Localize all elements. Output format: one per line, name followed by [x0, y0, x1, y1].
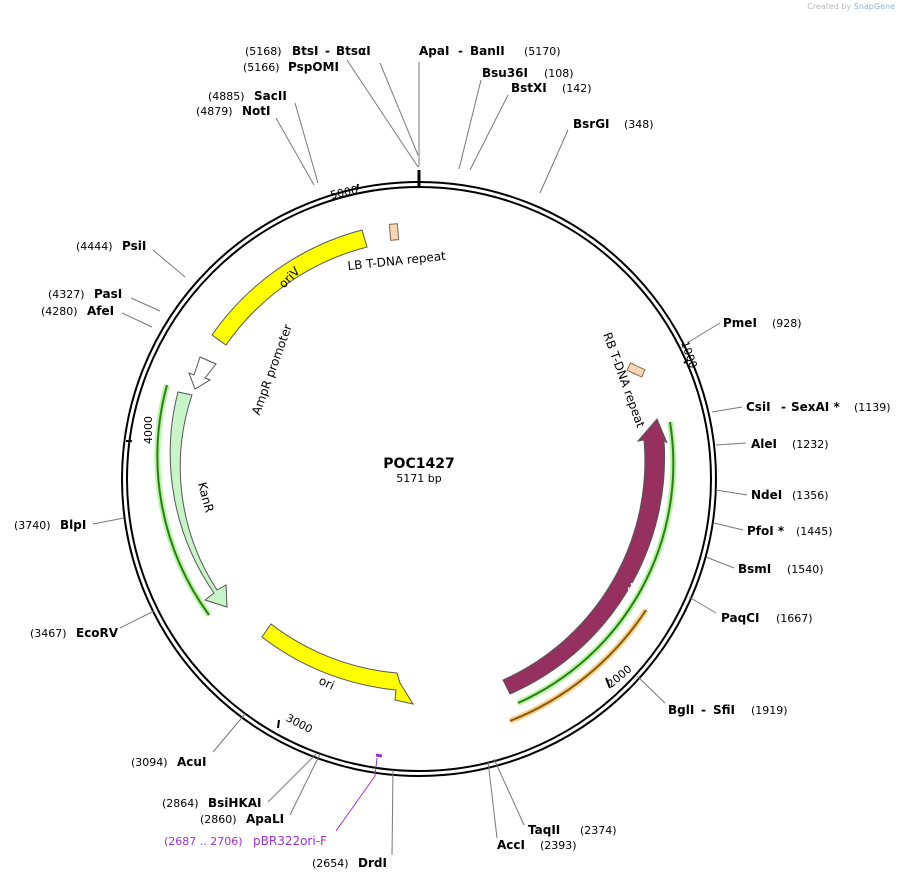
svg-text:(2687 .. 2706): (2687 .. 2706) [164, 835, 243, 848]
svg-text:(348): (348) [624, 118, 654, 131]
svg-text:(1540): (1540) [787, 563, 824, 576]
primer-marker [375, 753, 383, 758]
svg-text:-: - [325, 44, 330, 58]
site-drdi: DrdI [358, 856, 387, 870]
site-acci: AccI [497, 838, 525, 852]
site-afei: AfeI [87, 304, 114, 318]
svg-text:(2860): (2860) [200, 813, 237, 826]
site-apai: ApaI [419, 44, 449, 58]
tick-1000: 1000 [678, 339, 700, 370]
svg-text:(1356): (1356) [792, 489, 829, 502]
primer-pbr322ori-f: pBR322ori-F [253, 834, 327, 848]
svg-text:(1139): (1139) [854, 401, 891, 414]
feature-ori [261, 623, 415, 705]
svg-text:(2654): (2654) [312, 857, 349, 870]
feature-lb [388, 223, 400, 241]
svg-text:(3467): (3467) [30, 627, 67, 640]
svg-text:(2864): (2864) [162, 797, 199, 810]
svg-text:(5170): (5170) [524, 45, 561, 58]
site-bsmi: BsmI [738, 562, 771, 576]
site-btsi-pos: (5168) [245, 45, 282, 58]
site-bsrgi: BsrGI [573, 117, 610, 131]
site-bgli: BglI [668, 703, 694, 717]
svg-text:(4885): (4885) [208, 90, 245, 103]
feature-kanr [169, 391, 228, 608]
svg-text:(3740): (3740) [14, 519, 51, 532]
label-kanr: KanR [195, 481, 217, 515]
feature-rb [626, 362, 646, 378]
label-ampr-promoter: AmpR promoter [249, 322, 295, 416]
svg-text:(3094): (3094) [131, 756, 168, 769]
site-acui: AcuI [177, 755, 206, 769]
svg-text:(108): (108) [544, 67, 574, 80]
site-btsai: BtsαI [336, 44, 371, 58]
site-csii: CsiI [746, 400, 771, 414]
svg-text:(2374): (2374) [580, 824, 617, 837]
tick-5000: 5000 [329, 183, 359, 202]
site-noti: NotI [242, 104, 271, 118]
site-ndei: NdeI [751, 488, 782, 502]
site-sexai: SexAI * [791, 400, 840, 414]
svg-text:(5166): (5166) [243, 61, 280, 74]
site-bsihkai: BsiHKAI [208, 796, 262, 810]
site-pspomi: PspOMI [288, 60, 339, 74]
svg-text:-: - [701, 703, 706, 717]
feature-kanr-strand [156, 384, 210, 616]
svg-text:(1445): (1445) [796, 525, 833, 538]
feature-oriv [211, 229, 368, 346]
site-pfoi: PfoI * [747, 524, 785, 538]
svg-text:-: - [458, 44, 463, 58]
svg-text:(4444): (4444) [76, 240, 113, 253]
site-pasi: PasI [94, 287, 122, 301]
feature-trfa-strand [517, 421, 675, 704]
plasmid-length: 5171 bp [396, 472, 441, 485]
tick-2000: 2000 [605, 663, 635, 691]
site-sacii: SacII [254, 89, 287, 103]
site-btsi: BtsI [292, 44, 319, 58]
svg-text:(1919): (1919) [751, 704, 788, 717]
svg-text:(142): (142) [562, 82, 592, 95]
site-apali: ApaLI [246, 812, 284, 826]
tick-3000: 3000 [284, 711, 315, 736]
label-lb: LB T-DNA repeat [347, 249, 447, 273]
feature-ampr-promoter [188, 356, 217, 390]
site-pmei: PmeI [723, 316, 757, 330]
site-psii: PsiI [122, 239, 146, 253]
svg-text:(4879): (4879) [196, 105, 233, 118]
site-bstxi: BstXI [511, 81, 547, 95]
feature-orange-strand [509, 609, 647, 722]
site-ecorv: EcoRV [76, 626, 119, 640]
site-blpi: BlpI [60, 518, 86, 532]
site-taqii: TaqII [528, 823, 560, 837]
site-banii: BanII [470, 44, 505, 58]
svg-text:(928): (928) [772, 317, 802, 330]
plasmid-name: POC1427 [383, 456, 454, 472]
svg-text:(4327): (4327) [48, 288, 85, 301]
svg-text:-: - [781, 400, 786, 414]
site-bsu36i: Bsu36I [482, 66, 528, 80]
label-ori: ori [317, 673, 337, 692]
svg-text:(1232): (1232) [792, 438, 829, 451]
snapgene-logo: SnapGene [853, 2, 895, 11]
snapgene-credit: Created by SnapGene [807, 2, 895, 11]
feature-trfa [502, 418, 668, 695]
svg-text:(1667): (1667) [776, 612, 813, 625]
site-alei: AleI [751, 437, 777, 451]
tick-4000: 4000 [142, 416, 155, 444]
svg-text:(2393): (2393) [540, 839, 577, 852]
svg-text:(4280): (4280) [41, 305, 78, 318]
label-rb: RB T-DNA repeat [600, 330, 648, 429]
site-sfii: SfiI [713, 703, 735, 717]
site-paqci: PaqCI [721, 611, 759, 625]
